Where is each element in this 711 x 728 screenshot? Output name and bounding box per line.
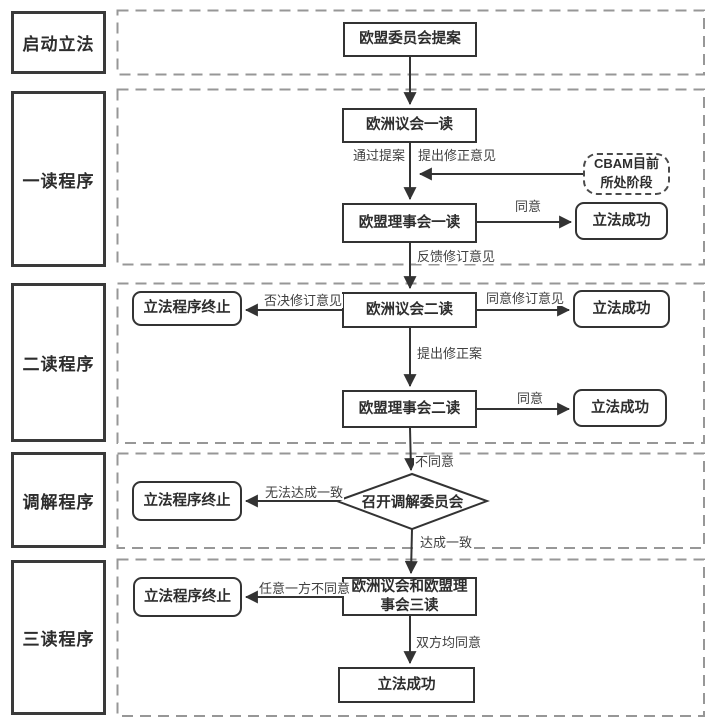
- stage-label-second-reading: 二读程序: [11, 283, 106, 442]
- edge-label-both-agree: 双方均同意: [415, 635, 483, 651]
- node-third-reading: 欧洲议会和欧盟理事会三读: [342, 577, 477, 616]
- node-legislation-success-3: 立法成功: [573, 389, 667, 427]
- edge-label-propose-amendment-bill: 提出修正案: [416, 346, 484, 362]
- node-legislation-success-2: 立法成功: [573, 290, 670, 328]
- edge-label-reach-agreement: 达成一致: [419, 535, 474, 551]
- node-ep-first-reading: 欧洲议会一读: [342, 108, 477, 143]
- edge-label-either-disagree: 任意一方不同意: [258, 581, 352, 597]
- node-cbam-current-stage-callout: CBAM目前 所处阶段: [583, 153, 670, 195]
- edge-label-propose-amendments: 提出修正意见: [417, 148, 498, 164]
- node-council-second-reading: 欧盟理事会二读: [342, 390, 477, 428]
- edge-label-pass-proposal: 通过提案: [352, 148, 407, 164]
- node-procedure-terminated-3: 立法程序终止: [133, 577, 242, 617]
- edge-label-disagree: 不同意: [414, 454, 456, 470]
- node-council-first-reading: 欧盟理事会一读: [342, 203, 477, 243]
- node-legislation-success-1: 立法成功: [575, 202, 668, 240]
- stage-label-start-legislation: 启动立法: [11, 11, 106, 74]
- edge-label-feedback-revision: 反馈修订意见: [416, 249, 497, 265]
- edge-label-no-agreement: 无法达成一致: [264, 485, 345, 501]
- node-commission-proposal: 欧盟委员会提案: [343, 22, 477, 57]
- stage-label-conciliation: 调解程序: [11, 452, 106, 548]
- stage-label-first-reading: 一读程序: [11, 91, 106, 267]
- edge-label-agree-2: 同意: [516, 391, 545, 407]
- node-procedure-terminated-1: 立法程序终止: [132, 291, 242, 326]
- node-procedure-terminated-2: 立法程序终止: [132, 481, 242, 521]
- conciliation-diamond: [334, 472, 490, 531]
- node-ep-second-reading: 欧洲议会二读: [342, 292, 477, 328]
- edge-label-agree-revision: 同意修订意见: [485, 291, 566, 307]
- node-conciliation-committee: 召开调解委员会: [361, 495, 464, 511]
- node-legislation-success-final: 立法成功: [338, 667, 475, 703]
- arrow-conciliation-to-third: [404, 528, 418, 575]
- edge-label-agree-1: 同意: [514, 199, 543, 215]
- stage-label-third-reading: 三读程序: [11, 560, 106, 715]
- edge-label-reject-revision: 否决修订意见: [263, 293, 344, 309]
- arrow-council2-to-conciliation: [404, 427, 418, 472]
